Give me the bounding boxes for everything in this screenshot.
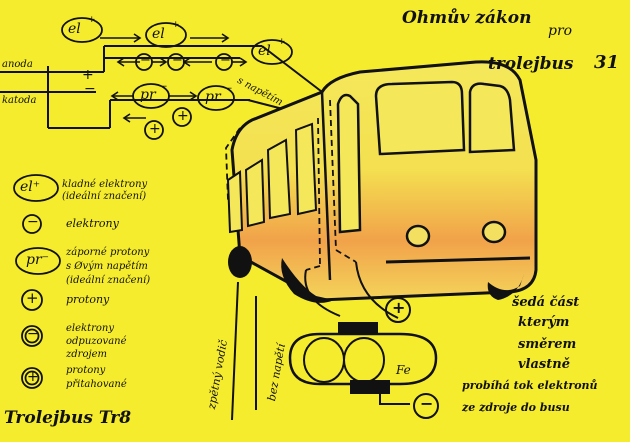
el-plus-3-sign: + [278,37,286,47]
proton-1: + [177,108,189,124]
cathode-label: katoda [2,95,37,106]
legend-text-repelled-3: zdrojem [66,349,107,360]
electron-3: − [220,53,231,68]
model-name: Trolejbus Tr8 [4,408,132,428]
el-plus-2-sign: + [172,20,180,30]
el-plus-1-sign: + [88,15,96,25]
source-mark: Fe [396,363,411,377]
legend-text-electron: elektrony [66,217,119,230]
legend-text-pr-3: (ideální značení) [66,275,151,286]
battery-minus: − [84,81,96,97]
title-line3: trolejbus [488,54,574,74]
note-line-6: ze zdroje do busu [462,401,570,414]
pr-minus-1: pr [140,87,156,103]
electron-2: − [172,53,183,68]
minus-terminal: − [420,394,434,413]
circuit-arrows [100,33,248,123]
pr-minus-1-sign: − [160,82,168,92]
bus-illustration [225,60,538,303]
legend-symbol-electron: − [27,214,39,230]
note-line-4: vlastně [518,357,570,372]
electron-1: − [140,53,151,68]
legend-symbol-attracted: + [27,369,39,385]
el-plus-2: el [152,26,165,42]
note-line-1: šedá část [512,295,580,310]
plus-terminal: + [392,298,406,317]
pr-minus-2: pr [205,89,221,105]
title-number: 31 [594,52,620,73]
legend-symbol-proton: + [26,289,39,307]
battery [0,66,110,129]
legend-text-attracted-2: přitahované [66,379,127,390]
title-line1: Ohmův zákon [402,8,532,28]
legend-symbol-el: el⁺ [20,179,41,195]
legend-circles [13,174,61,389]
note-line-3: směrem [518,337,577,352]
note-line-5: probíhá tok elektronů [462,379,598,392]
el-plus-1: el [68,21,81,37]
particle-circles [61,17,293,140]
note-line-2: kterým [518,315,570,330]
legend-text-pr-2: s Øvým napětím [66,261,148,272]
legend-text-repelled-2: odpuzované [66,336,127,347]
title-line2: pro [548,23,573,39]
battery-plus: + [82,67,94,83]
legend-symbol-repelled: − [27,326,39,342]
legend-text-el-1: kladné elektrony [62,179,148,190]
ground-wires [231,261,399,421]
el-plus-3: el [258,43,271,59]
legend-text-el-2: (ideální značení) [62,191,147,202]
legend-text-repelled-1: elektrony [66,323,115,334]
legend-text-pr-1: záporné protony [66,247,150,258]
anode-label: anoda [2,59,33,70]
proton-2: + [149,121,161,137]
legend-text-proton: protony [66,293,110,306]
pr-minus-2-sign: − [225,84,233,94]
motor-source [288,297,439,419]
legend-symbol-pr: pr⁻ [26,252,50,268]
legend-text-attracted-1: protony [66,365,106,376]
